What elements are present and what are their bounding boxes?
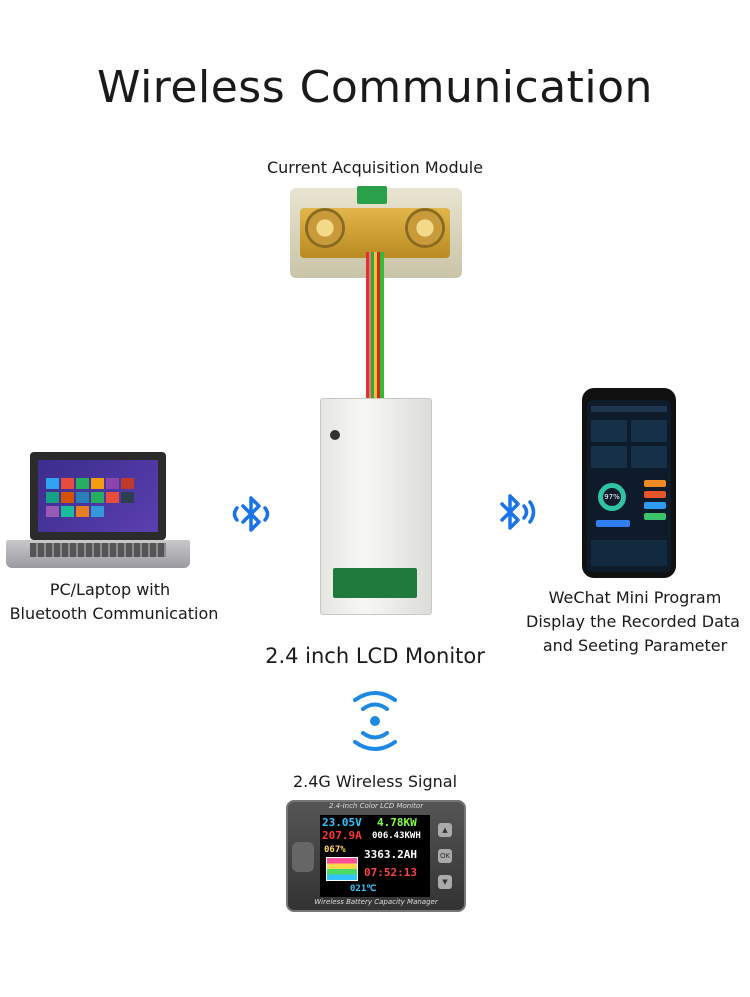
wechat-label-line2: Display the Recorded Data <box>526 612 740 631</box>
shunt-bolt-left <box>305 208 345 248</box>
module-indicator <box>330 430 340 440</box>
up-button[interactable]: ▲ <box>438 823 452 837</box>
shunt-terminal <box>357 186 387 204</box>
device-side-buttons <box>292 842 314 872</box>
phone-button <box>644 491 666 498</box>
down-button[interactable]: ▼ <box>438 875 452 889</box>
device-header: 2.4-Inch Color LCD Monitor <box>328 802 424 810</box>
wireless-label: 2.4G Wireless Signal <box>292 772 458 791</box>
module-label: Current Acquisition Module <box>266 158 484 177</box>
phone-battery-ring: 97% <box>598 483 626 511</box>
device-footer: Wireless Battery Capacity Manager <box>314 898 438 906</box>
module-pcb <box>333 568 417 598</box>
current-value: 207.9A <box>322 829 362 842</box>
phone-button <box>644 513 666 520</box>
lcd-monitor-label: 2.4 inch LCD Monitor <box>265 644 485 668</box>
bluetooth-icon <box>500 494 536 530</box>
time-value: 07:52:13 <box>364 866 417 879</box>
percent-value: 067% <box>324 845 346 855</box>
phone-button <box>596 520 630 527</box>
battery-bar-icon <box>326 857 358 881</box>
power-value: 4.78KW <box>377 816 417 829</box>
pc-label-line1: PC/Laptop with <box>49 580 171 599</box>
ok-button[interactable]: OK <box>438 849 452 863</box>
wechat-label-line1: WeChat Mini Program <box>548 588 722 607</box>
wifi-signal-icon <box>353 691 397 751</box>
shunt-bolt-right <box>405 208 445 248</box>
laptop-keyboard <box>30 543 166 557</box>
energy-value: 006.43KWH <box>372 831 421 841</box>
wechat-label-line3: and Seeting Parameter <box>542 636 728 655</box>
phone-button <box>644 502 666 509</box>
temp-value: 021℃ <box>350 884 377 894</box>
voltage-value: 23.05V <box>322 816 362 829</box>
connection-wires <box>366 252 384 402</box>
device-screen: 23.05V 4.78KW 207.9A 006.43KWH 067% 3363… <box>320 815 430 897</box>
bluetooth-icon <box>232 496 270 532</box>
page-title: Wireless Communication <box>97 62 653 113</box>
capacity-value: 3363.2AH <box>364 848 417 861</box>
phone-button <box>644 480 666 487</box>
pc-label-line2: Bluetooth Communication <box>9 604 219 623</box>
laptop-display <box>38 460 158 532</box>
